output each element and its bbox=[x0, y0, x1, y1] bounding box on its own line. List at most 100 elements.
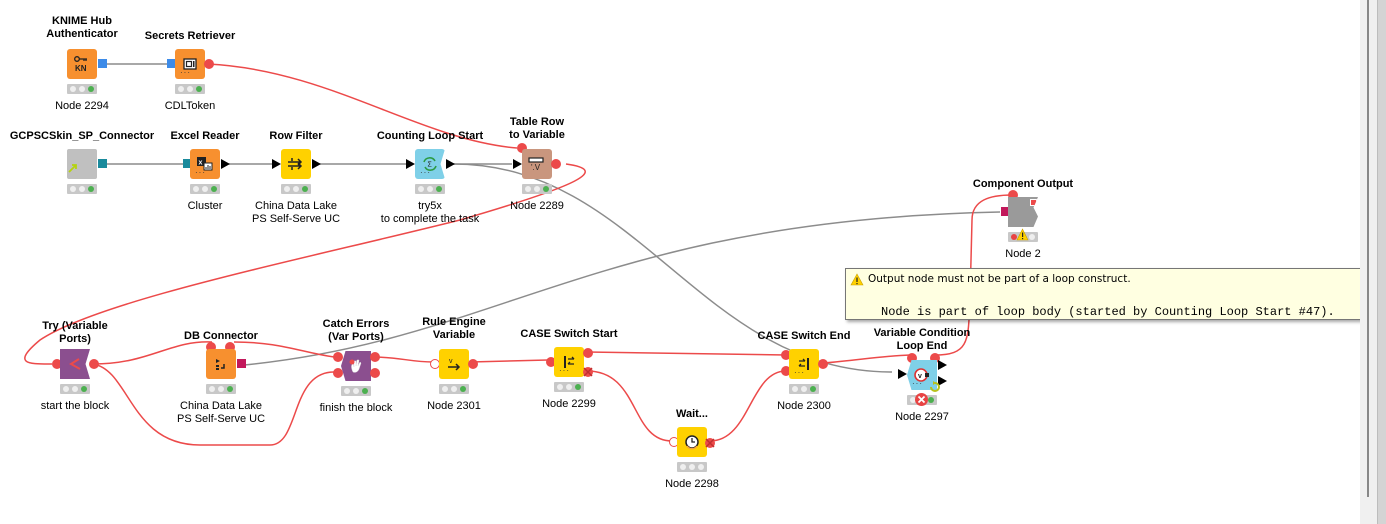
flow-variable-input-port-2[interactable] bbox=[333, 368, 343, 378]
tooltip-message: Output node must not be part of a loop c… bbox=[868, 273, 1131, 285]
table-input-port[interactable] bbox=[406, 159, 415, 169]
node-label: Cluster bbox=[187, 200, 223, 212]
status-indicator bbox=[190, 184, 220, 194]
node-case-switch-end[interactable]: CASE Switch End ··· Node 2300 bbox=[758, 330, 851, 412]
loop-sigma-icon: Σ bbox=[415, 149, 445, 179]
node-body[interactable] bbox=[341, 351, 371, 381]
safe-icon bbox=[175, 49, 205, 79]
node-title: Wait... bbox=[676, 408, 708, 420]
table-output-port-2[interactable] bbox=[938, 376, 947, 386]
node-body[interactable] bbox=[67, 149, 97, 179]
filter-arrows-icon bbox=[281, 149, 311, 179]
node-case-switch-start[interactable]: CASE Switch Start ··· Node 2299 bbox=[520, 328, 617, 410]
table-input-port[interactable] bbox=[898, 369, 907, 379]
table-input-port[interactable] bbox=[272, 159, 281, 169]
flow-variable-output-port[interactable] bbox=[204, 59, 214, 69]
inactive-output-port-icon[interactable] bbox=[704, 436, 716, 454]
node-component-output[interactable]: Component Output Node 2 bbox=[973, 178, 1073, 260]
status-indicator bbox=[439, 384, 469, 394]
node-body[interactable] bbox=[60, 349, 90, 379]
node-rule-engine-variable[interactable]: Rule Engine Variable v Node 2301 bbox=[422, 316, 486, 412]
flow-variable-output-port[interactable] bbox=[89, 359, 99, 369]
node-wait[interactable]: Wait... Node 2298 bbox=[665, 408, 719, 490]
node-title: Table Row to Variable bbox=[509, 116, 565, 141]
flow-variable-input-port[interactable] bbox=[1008, 190, 1018, 200]
flow-variable-input-port[interactable] bbox=[546, 357, 556, 367]
flow-variable-output-port[interactable] bbox=[468, 359, 478, 369]
scrollbar-thumb[interactable] bbox=[1367, 0, 1369, 497]
table-output-port[interactable] bbox=[312, 159, 321, 169]
inactive-output-port-icon[interactable] bbox=[582, 365, 594, 383]
node-table-row-to-variable[interactable]: Table Row to Variable '.V Node 2289 bbox=[509, 116, 565, 212]
flow-variable-output-port[interactable] bbox=[930, 353, 940, 363]
node-knime-hub-authenticator[interactable]: KNIME Hub Authenticator KN Node 2294 bbox=[46, 15, 118, 112]
svg-text:Σ: Σ bbox=[428, 162, 433, 169]
node-body[interactable] bbox=[206, 349, 236, 379]
node-label: Node 2301 bbox=[427, 400, 481, 412]
status-indicator bbox=[67, 84, 97, 94]
node-body[interactable] bbox=[677, 427, 707, 457]
db-session-output-port[interactable] bbox=[237, 359, 246, 368]
flow-variable-input-port[interactable] bbox=[907, 353, 917, 363]
more-dots: ··· bbox=[195, 168, 206, 177]
flow-variable-input-port-2[interactable] bbox=[781, 366, 791, 376]
node-catch-errors-var-ports[interactable]: Catch Errors (Var Ports) finish the bloc… bbox=[320, 318, 393, 414]
warning-tooltip: Output node must not be part of a loop c… bbox=[845, 268, 1386, 320]
node-body[interactable]: x ··· bbox=[190, 149, 220, 179]
node-body[interactable]: ··· bbox=[789, 349, 819, 379]
flowvar-switchend-to-loopend[interactable] bbox=[823, 354, 911, 364]
db-session-input-port[interactable] bbox=[1001, 207, 1010, 216]
node-body[interactable]: '.V bbox=[522, 149, 552, 179]
table-output-port-1[interactable] bbox=[938, 360, 947, 370]
flow-variable-input-port-1[interactable] bbox=[781, 350, 791, 360]
status-indicator bbox=[522, 184, 552, 194]
flow-variable-input-port-1[interactable] bbox=[333, 352, 343, 362]
db-output-port[interactable] bbox=[98, 159, 107, 168]
node-gcpscskin-sp-connector[interactable]: GCPSCSkin_SP_Connector bbox=[10, 130, 154, 194]
more-dots: ··· bbox=[180, 68, 191, 77]
node-secrets-retriever[interactable]: Secrets Retriever ··· CDLToken bbox=[145, 30, 236, 112]
loop-refresh-icon bbox=[929, 380, 941, 398]
flow-variable-output-port-1[interactable] bbox=[370, 352, 380, 362]
node-excel-reader[interactable]: Excel Reader x ··· Cluster bbox=[170, 130, 239, 212]
flow-variable-input-port[interactable] bbox=[206, 342, 216, 352]
node-db-connector[interactable]: DB Connector China Data Lake PS Self-Ser… bbox=[177, 330, 265, 425]
flow-variable-output-port[interactable] bbox=[818, 359, 828, 369]
table-output-port[interactable] bbox=[446, 159, 455, 169]
node-body[interactable] bbox=[281, 149, 311, 179]
svg-text:'.V: '.V bbox=[531, 163, 541, 171]
hub-input-port[interactable] bbox=[167, 59, 176, 68]
node-counting-loop-start[interactable]: Counting Loop Start Σ ··· try5x to compl… bbox=[377, 130, 483, 225]
flow-variable-input-port[interactable] bbox=[517, 143, 527, 153]
node-label: China Data Lake PS Self-Serve UC bbox=[251, 200, 341, 225]
db-input-port[interactable] bbox=[183, 159, 192, 168]
node-body[interactable]: v ··· bbox=[907, 360, 937, 390]
status-indicator bbox=[281, 184, 311, 194]
flow-variable-output-port[interactable] bbox=[225, 342, 235, 352]
node-variable-condition-loop-end[interactable]: Variable Condition Loop End v ··· Node 2… bbox=[874, 327, 971, 423]
node-body[interactable]: KN bbox=[67, 49, 97, 79]
node-body[interactable]: Σ ··· bbox=[415, 149, 445, 179]
node-label: try5x to complete the task bbox=[380, 200, 480, 225]
table-output-port[interactable] bbox=[221, 159, 230, 169]
flow-variable-input-port[interactable] bbox=[52, 359, 62, 369]
node-try-variable-ports[interactable]: Try (Variable Ports) start the block bbox=[41, 320, 109, 412]
flowvar-catch-to-rule[interactable] bbox=[371, 356, 434, 363]
flow-variable-output-port-2[interactable] bbox=[370, 368, 380, 378]
flow-variable-output-port[interactable] bbox=[551, 159, 561, 169]
table-input-port[interactable] bbox=[513, 159, 522, 169]
link-arrow-icon bbox=[68, 160, 78, 178]
node-body[interactable] bbox=[1008, 197, 1038, 227]
node-body[interactable]: ··· bbox=[554, 347, 584, 377]
flow-variable-output-port-1[interactable] bbox=[583, 348, 593, 358]
svg-text:x: x bbox=[199, 160, 203, 167]
node-body[interactable]: ··· bbox=[175, 49, 205, 79]
row-to-var-icon: '.V bbox=[522, 149, 552, 179]
node-row-filter[interactable]: Row Filter China Data Lake PS Self-Serve… bbox=[252, 130, 340, 225]
flowvar-db-to-catch[interactable] bbox=[233, 341, 335, 358]
flowvar-switchstart-to-switchend[interactable] bbox=[586, 351, 787, 356]
flowvar-rule-to-switchstart[interactable] bbox=[469, 359, 549, 363]
hub-output-port[interactable] bbox=[98, 59, 107, 68]
node-body[interactable]: v bbox=[439, 349, 469, 379]
